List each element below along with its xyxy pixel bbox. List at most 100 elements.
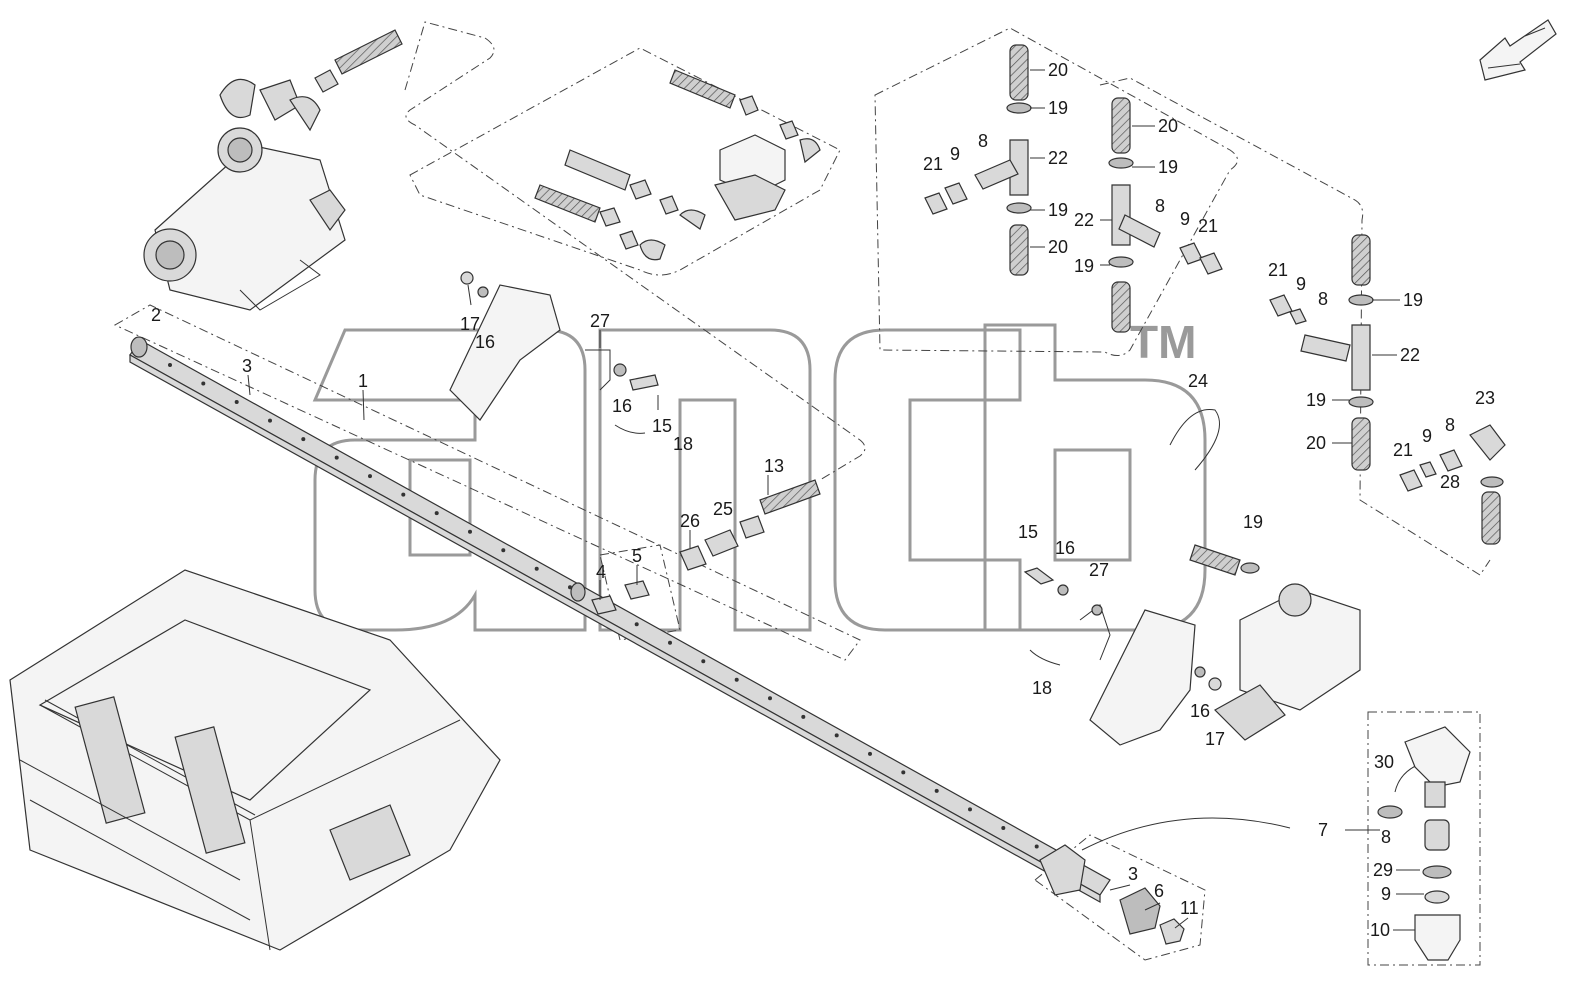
spray-bar-hole <box>768 696 772 701</box>
spray-bar-hole <box>834 733 839 738</box>
spray-bar-hole <box>734 677 739 682</box>
callout-3: 3 <box>242 356 252 376</box>
strap-bracket-left <box>449 271 659 434</box>
spray-bar-hole <box>434 511 439 516</box>
spray-bar-hole <box>168 363 172 367</box>
callout-9: 9 <box>1296 274 1306 294</box>
small-fittings-4-5 <box>570 580 650 615</box>
callout-11: 11 <box>1180 898 1199 918</box>
control-valve-block <box>1189 544 1361 741</box>
spray-bar-hole <box>701 659 706 664</box>
spray-bar-hole <box>334 455 339 460</box>
callout-21: 21 <box>1393 440 1413 460</box>
callout-24: 24 <box>1188 371 1208 391</box>
callout-8: 8 <box>1155 196 1165 216</box>
spray-bar-hole <box>1001 826 1006 830</box>
callout-8: 8 <box>978 131 988 151</box>
callout-22: 22 <box>1048 148 1068 168</box>
callout-19: 19 <box>1306 390 1326 410</box>
callout-16: 16 <box>475 332 495 352</box>
callout-16: 16 <box>1190 701 1210 721</box>
spray-bar-hole <box>968 807 972 812</box>
tee-fitting-group-c <box>1269 234 1374 471</box>
spray-bar-hole <box>468 529 472 534</box>
callout-15: 15 <box>1018 522 1038 542</box>
tee-fitting-group-a <box>924 44 1032 276</box>
assembly-boundary-lines <box>113 21 1491 966</box>
spray-bar-hole <box>534 566 539 571</box>
brand-watermark: TM <box>312 316 1207 632</box>
strap-bracket-right <box>1023 567 1222 746</box>
callout-21: 21 <box>923 154 943 174</box>
callout-9: 9 <box>1180 209 1190 229</box>
callout-20: 20 <box>1306 433 1326 453</box>
spray-bar-hole <box>1034 844 1039 849</box>
callout-27: 27 <box>590 311 610 331</box>
callout-5: 5 <box>632 546 642 566</box>
callout-25: 25 <box>713 499 733 519</box>
callout-23: 23 <box>1475 388 1495 408</box>
tee-fitting-group-b <box>1108 97 1223 333</box>
spray-bar-hole <box>401 492 406 497</box>
callout-30: 30 <box>1374 752 1394 772</box>
upper-hose-group <box>314 29 821 261</box>
spray-bar-hole <box>301 437 306 442</box>
callout-6: 6 <box>1154 881 1164 901</box>
callout-21: 21 <box>1198 216 1218 236</box>
callout-8: 8 <box>1445 415 1455 435</box>
callout-19: 19 <box>1048 200 1068 220</box>
callout-28: 28 <box>1440 472 1460 492</box>
callout-20: 20 <box>1048 237 1068 257</box>
mid-hose-group <box>679 479 821 571</box>
callout-20: 20 <box>1158 116 1178 136</box>
callout-22: 22 <box>1400 345 1420 365</box>
trademark-symbol: TM <box>1130 316 1196 368</box>
nozzle-fitting-group <box>1399 424 1506 545</box>
callout-18: 18 <box>673 434 693 454</box>
callout-26: 26 <box>680 511 700 531</box>
callout-17: 17 <box>1205 729 1225 749</box>
callout-8: 8 <box>1318 289 1328 309</box>
callout-29: 29 <box>1373 860 1393 880</box>
spray-bar-hole <box>268 418 272 423</box>
pump-assembly <box>143 78 346 311</box>
callout-19: 19 <box>1403 290 1423 310</box>
callout-7: 7 <box>1318 820 1328 840</box>
callout-10: 10 <box>1370 920 1390 940</box>
nozzle-detail-pointer <box>1081 817 1291 851</box>
callout-19: 19 <box>1243 512 1263 532</box>
callout-19: 19 <box>1158 157 1178 177</box>
spray-bar-hole <box>368 474 372 479</box>
sprayer-tank-frame <box>9 569 501 951</box>
callout-13: 13 <box>764 456 784 476</box>
callout-16: 16 <box>1055 538 1075 558</box>
callout-15: 15 <box>652 416 672 436</box>
callout-16: 16 <box>612 396 632 416</box>
callout-9: 9 <box>950 144 960 164</box>
callout-9: 9 <box>1381 884 1391 904</box>
callout-2: 2 <box>151 305 161 325</box>
direction-arrow-icon <box>1479 19 1557 81</box>
callout-8: 8 <box>1381 827 1391 847</box>
callout-20: 20 <box>1048 60 1068 80</box>
callout-1: 1 <box>358 371 368 391</box>
callout-3: 3 <box>1128 864 1138 884</box>
callout-21: 21 <box>1268 260 1288 280</box>
spray-bar-hole <box>901 770 906 775</box>
spray-bar-hole <box>234 400 239 404</box>
callout-17: 17 <box>460 314 480 334</box>
spray-bar-hole <box>201 381 206 386</box>
callout-22: 22 <box>1074 210 1094 230</box>
nozzle-detail <box>1377 726 1471 961</box>
spray-bar-hole <box>934 788 939 793</box>
hose-strap <box>1169 408 1220 471</box>
leader-lines <box>247 69 1424 931</box>
callout-19: 19 <box>1074 256 1094 276</box>
callout-9: 9 <box>1422 426 1432 446</box>
spray-bar-hole <box>801 714 806 719</box>
spray-bar-hole <box>501 548 506 553</box>
spray-bar-hole <box>868 751 872 756</box>
spray-bar-hole <box>634 622 639 627</box>
callout-27: 27 <box>1089 560 1109 580</box>
